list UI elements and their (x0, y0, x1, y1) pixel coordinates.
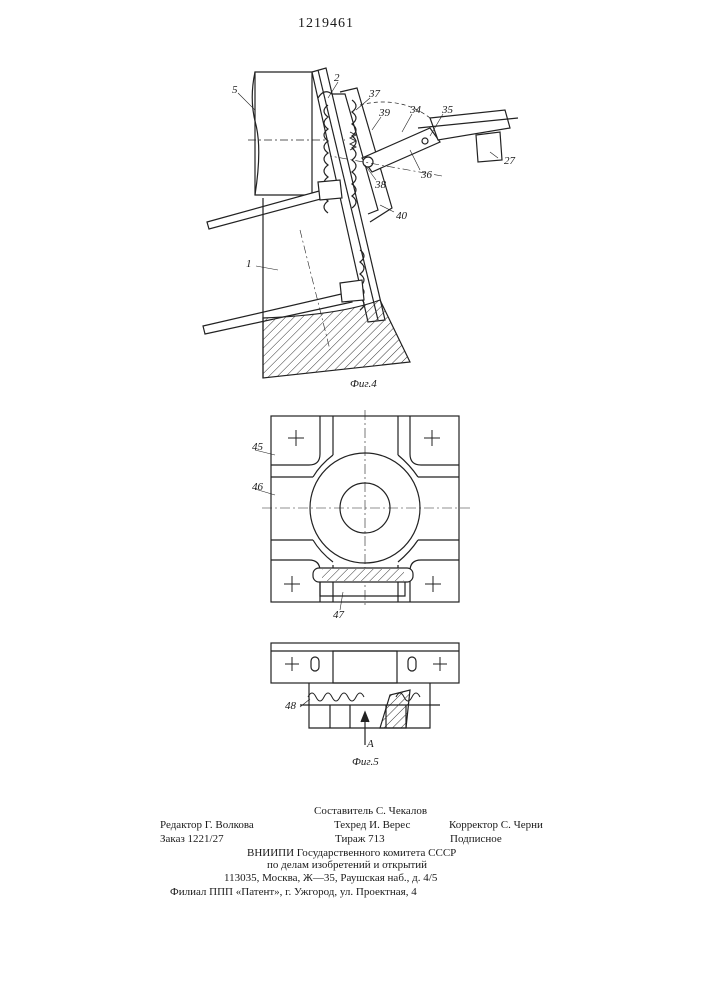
label-A: A (367, 738, 374, 750)
label-45: 45 (252, 441, 263, 453)
figure-5-section-view (271, 643, 459, 745)
imprint-address: 113035, Москва, Ж—35, Раушская наб., д. … (224, 872, 437, 884)
label-36: 36 (421, 169, 432, 181)
label-27: 27 (504, 155, 515, 167)
label-37: 37 (369, 88, 380, 100)
imprint-print-run: Тираж 713 (335, 833, 385, 845)
imprint-order: Заказ 1221/27 (160, 833, 224, 845)
figure-4-drawing (203, 68, 518, 378)
label-39: 39 (379, 107, 390, 119)
label-38: 38 (375, 179, 386, 191)
label-2: 2 (334, 72, 340, 84)
figure-5-plan-view (255, 410, 470, 610)
label-35: 35 (442, 104, 453, 116)
imprint-editor: Редактор Г. Волкова (160, 819, 254, 831)
figure-4-caption: Фиг.4 (350, 378, 377, 390)
imprint-compiler: Составитель С. Чекалов (314, 805, 427, 817)
label-47: 47 (333, 609, 344, 621)
imprint-corrector: Корректор С. Черни (449, 819, 543, 831)
label-1: 1 (246, 258, 252, 270)
imprint-subscription: Подписное (450, 833, 502, 845)
label-46: 46 (252, 481, 263, 493)
label-48: 48 (285, 700, 296, 712)
imprint-techred: Техред И. Верес (334, 819, 410, 831)
label-5: 5 (232, 84, 238, 96)
label-40: 40 (396, 210, 407, 222)
label-34: 34 (410, 104, 421, 116)
figure-5-caption: Фиг.5 (352, 756, 379, 768)
imprint-org-line1: ВНИИПИ Государственного комитета СССР (247, 847, 456, 859)
imprint-org-line2: по делам изобретений и открытий (267, 859, 427, 871)
imprint-branch: Филиал ППП «Патент», г. Ужгород, ул. Про… (170, 886, 417, 898)
